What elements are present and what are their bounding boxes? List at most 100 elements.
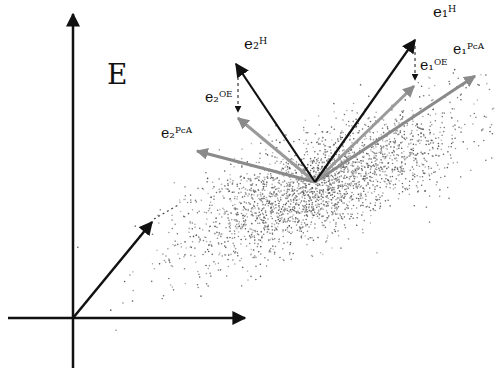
data-point [262,183,264,185]
data-point [382,127,384,129]
data-point [306,192,308,194]
data-point [279,201,281,203]
data-point [313,175,315,177]
data-point [291,227,293,229]
data-point [324,149,326,151]
data-point [401,141,403,143]
data-point [255,190,257,192]
data-point [266,228,268,230]
data-point [294,208,296,210]
data-point [375,199,377,201]
data-point [349,218,351,220]
data-point [310,199,312,201]
data-point [264,190,266,192]
data-point [307,190,309,192]
data-point [365,193,367,195]
data-point [318,204,320,206]
data-point [267,229,269,231]
data-point [375,155,377,157]
data-point [361,145,363,147]
data-point [165,255,167,257]
data-point [305,194,307,196]
data-point [375,144,377,146]
data-point [344,208,346,210]
data-point [287,191,289,193]
data-point [235,209,237,211]
data-point [161,298,163,300]
data-point [360,162,362,164]
data-point [272,245,274,247]
data-point [435,120,437,122]
data-point [158,222,160,224]
data-point [346,207,348,209]
data-point [441,122,443,124]
data-point [438,155,440,157]
data-point [303,127,305,129]
data-point [355,172,357,174]
data-point [224,254,226,256]
data-point [203,240,205,242]
data-point [293,181,295,183]
data-point [298,204,300,206]
data-point [457,162,459,164]
data-point [238,221,240,223]
data-point [326,201,328,203]
data-point [361,169,363,171]
data-point [285,165,287,167]
data-point [334,175,336,177]
data-point [307,215,309,217]
data-point [309,191,311,193]
data-point [314,227,316,229]
data-point [174,240,176,242]
data-point [134,225,136,227]
data-point [271,177,273,179]
data-point [217,209,219,211]
data-point [387,154,389,156]
data-point [246,213,248,215]
data-point [188,231,190,233]
data-point [251,234,253,236]
data-point [365,177,367,179]
data-point [316,188,318,190]
data-point [257,203,259,205]
data-point [297,218,299,220]
data-point [252,236,254,238]
data-point [298,185,300,187]
data-point [409,194,411,196]
data-point [285,221,287,223]
data-point [317,212,319,214]
data-point [173,289,175,291]
data-point [251,207,253,209]
data-point [265,210,267,212]
data-point [327,146,329,148]
data-point [209,272,211,274]
data-point [287,189,289,191]
data-point [273,191,275,193]
data-point [271,187,273,189]
data-point [375,160,377,162]
data-point [240,243,242,245]
data-point [309,189,311,191]
data-point [253,206,255,208]
data-point [292,206,294,208]
data-point [305,224,307,226]
data-point [190,199,192,201]
data-point [250,180,252,182]
data-point [421,85,423,87]
data-point [304,187,306,189]
data-point [341,217,343,219]
data-point [441,149,443,151]
data-point [241,213,243,215]
data-point [280,197,282,199]
data-point [244,177,246,179]
data-point [339,199,341,201]
data-point [184,254,186,256]
data-point [221,188,223,190]
data-point [444,176,446,178]
data-point [212,182,214,184]
data-point [409,188,411,190]
data-point [300,212,302,214]
data-point [282,231,284,233]
data-point [250,195,252,197]
data-point [412,110,414,112]
